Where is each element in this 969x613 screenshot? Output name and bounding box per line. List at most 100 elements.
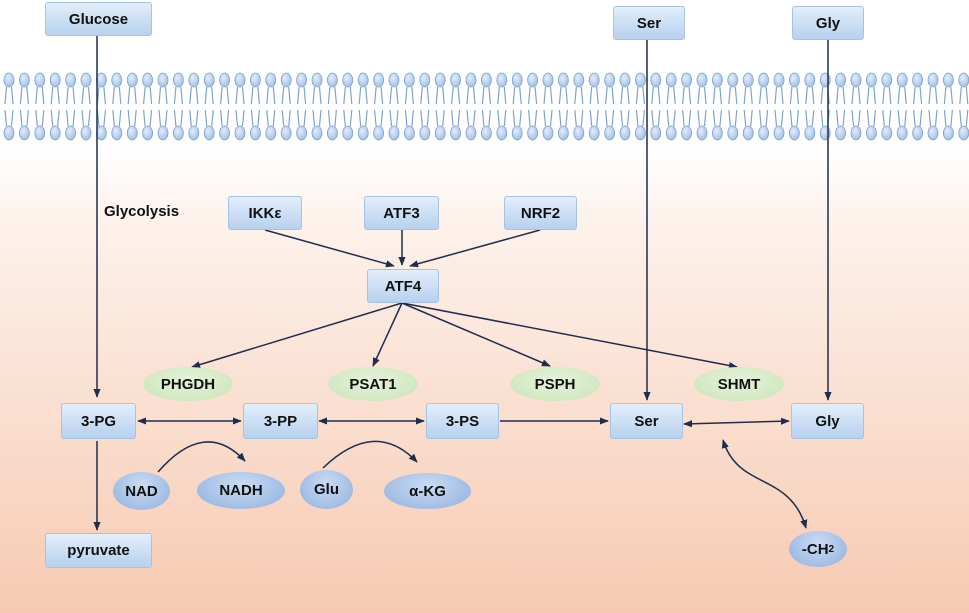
membrane-lipid-head bbox=[373, 72, 385, 88]
membrane-lipid-head bbox=[3, 125, 15, 141]
membrane-lipid-head bbox=[296, 125, 308, 141]
arrow-ikke-to-atf4 bbox=[264, 229, 395, 268]
arrow-atf4-to-psph bbox=[401, 302, 551, 367]
membrane-lipid-head bbox=[835, 125, 846, 141]
membrane-lipid-head bbox=[265, 125, 277, 141]
membrane-lipid-head bbox=[373, 125, 385, 141]
membrane-lipid-head bbox=[142, 125, 154, 141]
membrane-lipid-head bbox=[465, 125, 477, 141]
membrane-lipid-head bbox=[850, 72, 862, 88]
ser-node: Ser bbox=[610, 403, 683, 439]
membrane-lipid-head bbox=[342, 125, 354, 141]
membrane-lipid-head bbox=[388, 125, 400, 141]
arrow-glu-to-akg bbox=[322, 440, 418, 469]
membrane-lipid-head bbox=[912, 72, 923, 88]
membrane-lipid-head bbox=[927, 125, 939, 141]
nad-cofactor: NAD bbox=[113, 472, 170, 510]
membrane-lipid-head bbox=[3, 72, 15, 88]
membrane-lipid-head bbox=[866, 125, 877, 141]
membrane-lipid-head bbox=[80, 125, 92, 141]
membrane-lipid-head bbox=[172, 72, 184, 88]
membrane-lipid-head bbox=[604, 125, 615, 141]
membrane-lipid-head bbox=[65, 72, 76, 88]
membrane-lipid-head bbox=[234, 125, 246, 141]
akg-cofactor: α-KG bbox=[384, 473, 471, 509]
membrane-lipid-head bbox=[588, 125, 600, 141]
ikke-node: IKKε bbox=[228, 196, 302, 230]
membrane-lipid-head bbox=[403, 125, 415, 141]
membrane-lipid-head bbox=[850, 125, 862, 141]
membrane-lipid-head bbox=[804, 125, 816, 141]
membrane-lipid-head bbox=[527, 72, 538, 88]
membrane-lipid-head bbox=[650, 125, 662, 141]
3pg-node: 3-PG bbox=[61, 403, 136, 439]
arrow-nrf2-to-atf4 bbox=[409, 229, 541, 268]
ch2-label: -CH bbox=[801, 540, 829, 558]
membrane-lipid-head bbox=[896, 72, 908, 88]
arrow-atf4-to-shmt bbox=[401, 302, 738, 370]
membrane-lipid-head bbox=[635, 125, 646, 141]
membrane-lipid-head bbox=[142, 72, 154, 88]
arrow-atf4-to-phgdh bbox=[191, 302, 403, 369]
membrane-lipid-head bbox=[357, 125, 369, 141]
membrane-lipid-head bbox=[480, 125, 492, 141]
psph-enzyme: PSPH bbox=[510, 367, 600, 401]
membrane-lipid-head bbox=[604, 72, 615, 88]
membrane-lipid-head bbox=[188, 125, 200, 141]
membrane-lipid-head bbox=[558, 72, 569, 88]
membrane-lipid-head bbox=[219, 72, 231, 88]
arrow-ser-gly bbox=[683, 417, 790, 428]
membrane-lipid-head bbox=[357, 72, 369, 88]
membrane-lipid-head bbox=[49, 72, 61, 88]
membrane-lipid-head bbox=[465, 72, 477, 88]
ser-extracellular-node: Ser bbox=[613, 6, 685, 40]
membrane-lipid-head bbox=[49, 125, 61, 141]
arrow-ser-gly-ch2 bbox=[721, 439, 808, 529]
membrane-lipid-head bbox=[881, 72, 893, 88]
membrane-lipid-head bbox=[311, 125, 323, 141]
membrane-lipid-head bbox=[434, 125, 446, 141]
membrane-lipid-head bbox=[419, 72, 431, 88]
membrane-lipid-head bbox=[511, 72, 523, 88]
arrow-atf4-to-psat1 bbox=[372, 302, 403, 367]
membrane-lipid-head bbox=[727, 125, 739, 141]
membrane-lipid-head bbox=[311, 72, 323, 88]
membrane-lipid-head bbox=[635, 72, 646, 88]
membrane-lipid-head bbox=[542, 125, 554, 141]
membrane-lipid-head bbox=[527, 125, 538, 141]
atf3-node: ATF3 bbox=[364, 196, 439, 230]
membrane-lipid-head bbox=[403, 72, 415, 88]
membrane-lipid-head bbox=[789, 72, 800, 88]
membrane-lipid-head bbox=[388, 72, 400, 88]
membrane-lipid-head bbox=[280, 125, 292, 141]
membrane-lipid-head bbox=[434, 72, 446, 88]
atf4-node: ATF4 bbox=[367, 269, 439, 303]
membrane-lipid-head bbox=[835, 72, 846, 88]
membrane-lipid-head bbox=[157, 72, 169, 88]
3ps-node: 3-PS bbox=[426, 403, 499, 439]
membrane-lipid-head bbox=[511, 125, 523, 141]
membrane-lipid-head bbox=[866, 72, 877, 88]
membrane-lipid-head bbox=[280, 72, 292, 88]
membrane-lipid-head bbox=[126, 72, 138, 88]
membrane-lipid-head bbox=[18, 72, 30, 88]
membrane-lipid-head bbox=[542, 72, 554, 88]
membrane-lipid-head bbox=[943, 125, 954, 141]
membrane-lipid-head bbox=[758, 72, 769, 88]
membrane-lipid-head bbox=[742, 125, 754, 141]
membrane-lipid-head bbox=[234, 72, 246, 88]
nadh-cofactor: NADH bbox=[197, 472, 285, 509]
membrane-lipid-head bbox=[773, 125, 785, 141]
glucose-node: Glucose bbox=[45, 2, 152, 36]
membrane-lipid-head bbox=[665, 125, 677, 141]
membrane-lipid-head bbox=[712, 72, 723, 88]
membrane-lipid-head bbox=[958, 125, 969, 141]
membrane-lipid-head bbox=[496, 72, 508, 88]
membrane-lipid-head bbox=[480, 72, 492, 88]
membrane-lipid-head bbox=[111, 72, 123, 88]
membrane-lipid-head bbox=[681, 125, 692, 141]
membrane-lipid-head bbox=[665, 72, 677, 88]
membrane-lipid-head bbox=[573, 125, 585, 141]
membrane-lipid-head bbox=[696, 125, 708, 141]
